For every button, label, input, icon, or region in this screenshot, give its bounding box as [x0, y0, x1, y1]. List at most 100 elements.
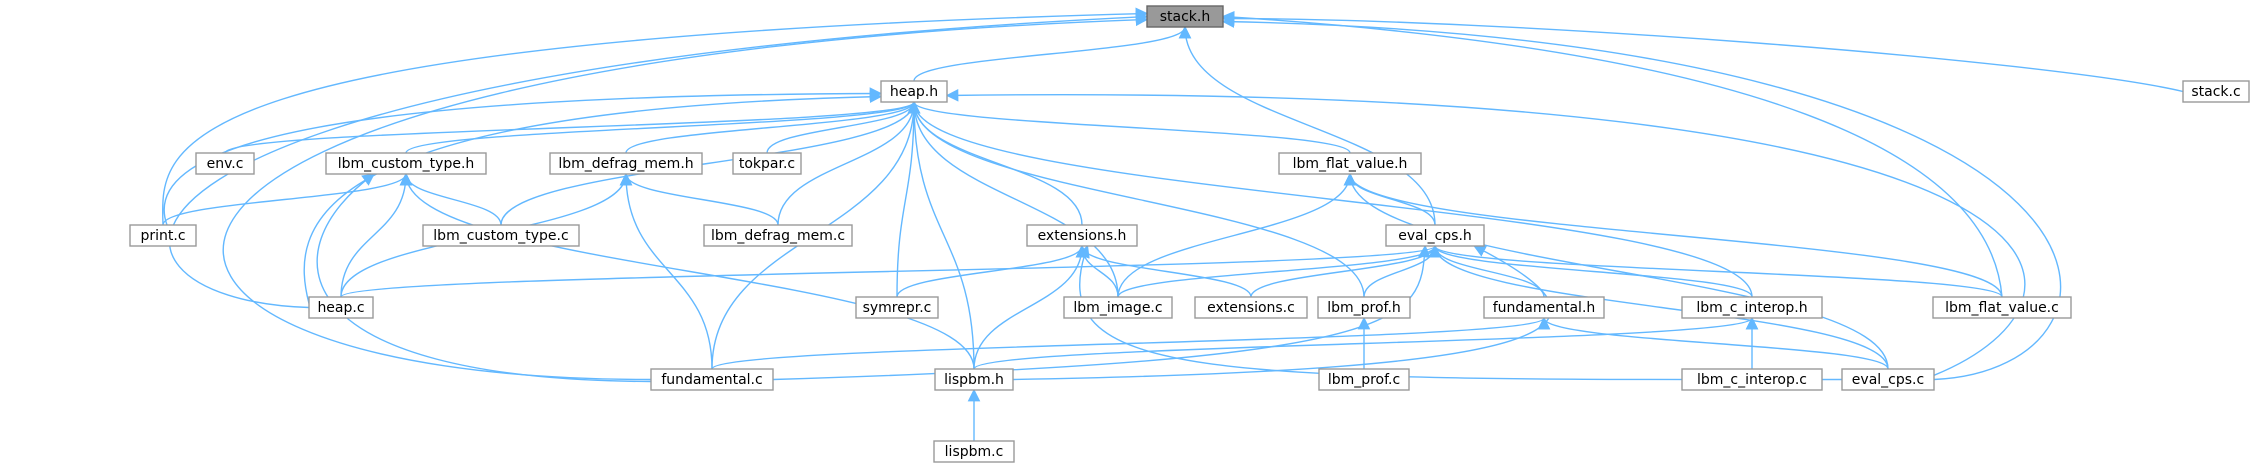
edge-lispbm.h-to-lbm_custom_type.h — [399, 172, 975, 370]
node-eval-cps-c[interactable]: eval_cps.c — [1841, 368, 1935, 391]
node-extensions-c[interactable]: extensions.c — [1194, 296, 1308, 319]
node-box — [1681, 296, 1823, 319]
node-box — [1146, 5, 1224, 28]
edge-heap.c-to-lbm_custom_type.h — [340, 172, 413, 298]
edge-lbm_defrag_mem.h-to-heap.h — [625, 100, 921, 154]
edge-print.c-to-lbm_custom_type.h — [162, 172, 413, 226]
node-label: lbm_defrag_mem.c — [711, 228, 845, 244]
node-box — [933, 440, 1015, 463]
node-box — [549, 152, 703, 175]
edge-heap.h-to-stack.h — [913, 25, 1192, 82]
node-label: lbm_image.c — [1073, 300, 1162, 316]
node-lbm-prof-c[interactable]: lbm_prof.c — [1318, 368, 1410, 391]
node-lispbm-h[interactable]: lispbm.h — [934, 368, 1014, 391]
node-label: stack.h — [1160, 9, 1211, 25]
edge-eval_cps.c-to-lbm_flat_value.h — [1343, 172, 1889, 370]
node-label: lbm_flat_value.h — [1293, 156, 1408, 172]
node-label: lispbm.c — [945, 444, 1004, 460]
node-box — [732, 152, 802, 175]
node-label: stack.c — [2191, 84, 2240, 100]
edge-eval_cps.h-to-stack.h — [1178, 25, 1436, 226]
edge-fundamental.c-to-lbm_defrag_mem.h — [619, 172, 713, 370]
edge-lbm_prof.h-to-heap.h — [907, 100, 1365, 298]
edge-lbm_image.c-to-lbm_flat_value.h — [1117, 172, 1357, 298]
node-lispbm-c[interactable]: lispbm.c — [933, 440, 1015, 463]
edge-lispbm.h-to-eval_cps.h — [1012, 245, 1552, 381]
node-box — [1063, 296, 1173, 319]
edge-extensions.h-to-heap.h — [907, 100, 1083, 226]
node-lbm-prof-h[interactable]: lbm_prof.h — [1317, 296, 1411, 319]
node-layer: stack.h heap.h stack.c env.c lbm_custom_type… — [129, 5, 2250, 463]
edge-symrepr.c-to-extensions.h — [896, 244, 1089, 298]
node-fundamental-c[interactable]: fundamental.c — [650, 368, 774, 391]
edge-eval_cps.c-to-heap.h — [945, 89, 2026, 376]
node-box — [1278, 152, 1422, 175]
node-label: heap.h — [890, 84, 938, 100]
node-stack-c[interactable]: stack.c — [2182, 80, 2250, 103]
node-box — [934, 368, 1014, 391]
node-extensions-h[interactable]: extensions.h — [1026, 224, 1138, 247]
node-label: fundamental.h — [1493, 300, 1596, 316]
edge-lbm_custom_type.h-to-heap.h — [405, 100, 921, 154]
node-box — [129, 224, 197, 247]
node-lbm-c-interop-h[interactable]: lbm_c_interop.h — [1681, 296, 1823, 319]
node-lbm-custom-type-c[interactable]: lbm_custom_type.c — [422, 224, 580, 247]
node-lbm-c-interop-c[interactable]: lbm_c_interop.c — [1681, 368, 1823, 391]
edge-lbm_flat_value.h-to-heap.h — [907, 100, 1351, 154]
node-lbm-custom-type-h[interactable]: lbm_custom_type.h — [325, 152, 487, 175]
node-lbm-image-c[interactable]: lbm_image.c — [1063, 296, 1173, 319]
node-label: symrepr.c — [863, 300, 932, 316]
edge-lbm_flat_value.c-to-eval_cps.h — [1428, 244, 2003, 298]
node-label: lbm_flat_value.c — [1945, 300, 2059, 316]
node-box — [1026, 224, 1138, 247]
node-label: print.c — [140, 228, 185, 244]
edge-lbm_flat_value.c-to-lbm_flat_value.h — [1343, 172, 2003, 298]
node-label: extensions.h — [1038, 228, 1127, 244]
node-label: lbm_custom_type.c — [433, 228, 568, 244]
node-box — [1318, 368, 1410, 391]
node-label: fundamental.c — [661, 372, 762, 388]
node-box — [650, 368, 774, 391]
node-box — [1681, 368, 1823, 391]
node-lbm-flat-value-c[interactable]: lbm_flat_value.c — [1932, 296, 2072, 319]
node-lbm-defrag-mem-c[interactable]: lbm_defrag_mem.c — [703, 224, 853, 247]
edge-lbm_image.c-to-heap.h — [907, 100, 1119, 298]
node-tokpar-c[interactable]: tokpar.c — [732, 152, 802, 175]
edge-symrepr.c-to-heap.h — [896, 100, 921, 298]
edge-eval_cps.c-to-extensions.h — [1077, 244, 1843, 381]
node-label: lbm_prof.h — [1327, 300, 1401, 316]
edge-fundamental.c-to-stack.h — [222, 13, 1149, 381]
edge-eval_cps.c-to-eval_cps.h — [1428, 244, 1889, 370]
node-lbm-flat-value-h[interactable]: lbm_flat_value.h — [1278, 152, 1422, 175]
edge-lispbm.h-to-lbm_c_interop.h — [973, 316, 1758, 370]
node-symrepr-c[interactable]: symrepr.c — [855, 296, 939, 319]
node-heap-h[interactable]: heap.h — [880, 80, 948, 103]
node-label: lbm_custom_type.h — [338, 156, 475, 172]
node-box — [1194, 296, 1308, 319]
node-box — [325, 152, 487, 175]
edge-heap.c-to-stack.h — [168, 10, 1149, 309]
edge-stack.c-to-stack.h — [1221, 12, 2184, 93]
node-label: env.c — [207, 156, 244, 172]
edge-eval_cps.c-to-fundamental.h — [1537, 316, 1889, 370]
node-box — [855, 296, 939, 319]
node-env-c[interactable]: env.c — [195, 152, 255, 175]
node-box — [703, 224, 853, 247]
node-lbm-defrag-mem-h[interactable]: lbm_defrag_mem.h — [549, 152, 703, 175]
edge-heap.c-to-heap.h — [303, 90, 883, 304]
node-box — [1841, 368, 1935, 391]
node-box — [308, 296, 374, 319]
node-heap-c[interactable]: heap.c — [308, 296, 374, 319]
node-eval-cps-h[interactable]: eval_cps.h — [1385, 224, 1485, 247]
edge-extensions.c-to-extensions.h — [1075, 244, 1252, 298]
node-box — [195, 152, 255, 175]
node-fundamental-h[interactable]: fundamental.h — [1483, 296, 1605, 319]
node-stack-h[interactable]: stack.h — [1146, 5, 1224, 28]
node-box — [1317, 296, 1411, 319]
edge-env.c-to-heap.h — [224, 100, 920, 154]
node-label: heap.c — [317, 300, 364, 316]
edge-lbm_c_interop.h-to-eval_cps.h — [1428, 244, 1753, 298]
node-box — [1932, 296, 2072, 319]
node-print-c[interactable]: print.c — [129, 224, 197, 247]
node-label: eval_cps.h — [1398, 228, 1472, 244]
